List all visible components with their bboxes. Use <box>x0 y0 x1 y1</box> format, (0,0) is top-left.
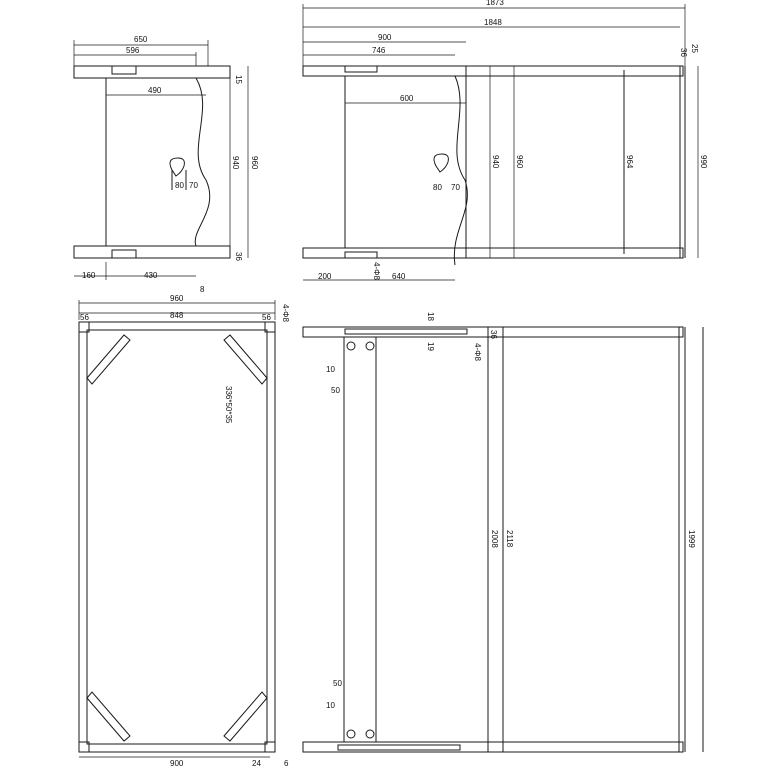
dim-label: 6 <box>284 759 289 768</box>
dim-label: 56 <box>262 313 271 322</box>
top-rail <box>302 65 684 77</box>
profile-label: 336*50*35 <box>224 386 233 424</box>
dim-label: 640 <box>392 272 406 281</box>
dim-label: 200 <box>318 272 332 281</box>
frame-outer <box>78 321 276 753</box>
dim-label: 1848 <box>484 18 502 27</box>
dim-label: 4-Φ8 <box>372 262 381 280</box>
dim-label: 36 <box>679 48 688 57</box>
dim-label: 8 <box>200 285 205 294</box>
view-bottom-right: 10 50 50 10 2008 2118 1999 18 19 4-Φ8 36 <box>302 312 704 753</box>
corner-brace <box>86 691 131 742</box>
dim-label: 50 <box>331 386 340 395</box>
bottom-rail <box>302 741 684 753</box>
dim-label: 940 <box>231 156 240 170</box>
dim-label: 15 <box>234 75 243 84</box>
dim-label: 960 <box>250 156 259 170</box>
dim-label: 36 <box>489 330 498 339</box>
dim-label: 10 <box>326 365 335 374</box>
dimension-lines <box>73 40 249 280</box>
top-rail <box>302 326 684 338</box>
view-top-left: 650 596 490 15 940 960 36 80 70 160 430 … <box>73 35 259 294</box>
bottom-rail <box>302 247 684 259</box>
dimension-lines <box>302 4 699 281</box>
view-bottom-left: 960 848 56 56 336*50*35 900 24 6 4-Φ8 <box>78 294 290 768</box>
hole <box>346 729 356 739</box>
corner-brace <box>223 691 268 742</box>
corner-block <box>264 321 276 333</box>
hole <box>365 729 375 739</box>
dim-label: 1999 <box>687 530 696 548</box>
dim-label: 36 <box>234 252 243 261</box>
dim-label: 848 <box>170 311 184 320</box>
dim-label: 25 <box>690 44 699 53</box>
hinge-bracket <box>344 251 378 259</box>
hinge-bracket <box>111 65 137 75</box>
dim-label: 2008 <box>490 530 499 548</box>
dim-label: 746 <box>372 46 386 55</box>
dimension-lines <box>78 300 276 758</box>
corner-block <box>78 321 90 333</box>
dim-label: 80 <box>175 181 184 190</box>
dim-label: 80 <box>433 183 442 192</box>
view-top-right: 1873 1848 900 746 600 940 960 964 990 80… <box>302 0 708 281</box>
slide-rail <box>337 744 461 751</box>
hinge-bracket <box>111 249 137 259</box>
dim-label: 56 <box>80 313 89 322</box>
dim-label: 24 <box>252 759 261 768</box>
break-line <box>194 77 211 247</box>
dim-label: 940 <box>491 155 500 169</box>
dim-label: 900 <box>170 759 184 768</box>
dim-label: 50 <box>333 679 342 688</box>
dim-label: 4-Φ8 <box>473 343 482 361</box>
side-panel <box>343 336 377 743</box>
corner-block <box>78 741 90 753</box>
dim-label: 1873 <box>486 0 504 7</box>
top-rail <box>73 65 231 79</box>
corner-brace <box>223 334 268 385</box>
corner-block <box>264 741 276 753</box>
dim-label: 600 <box>400 94 414 103</box>
dim-label: 960 <box>170 294 184 303</box>
dim-label: 18 <box>426 312 435 321</box>
dim-label: 490 <box>148 86 162 95</box>
handle-cutout <box>169 157 185 177</box>
bottom-rail <box>73 245 231 259</box>
break-line <box>453 75 468 266</box>
frame-inner <box>86 329 268 745</box>
dim-label: 70 <box>189 181 198 190</box>
corner-brace <box>86 334 131 385</box>
dim-label: 430 <box>144 271 158 280</box>
dim-label: 990 <box>699 155 708 169</box>
hole <box>346 341 356 351</box>
dim-label: 160 <box>82 271 96 280</box>
hinge-bracket <box>344 65 378 73</box>
slide-rail <box>344 328 468 335</box>
dim-label: 960 <box>515 155 524 169</box>
dim-label: 70 <box>451 183 460 192</box>
dim-label: 650 <box>134 35 148 44</box>
dim-label: 596 <box>126 46 140 55</box>
dim-label: 10 <box>326 701 335 710</box>
dim-label: 19 <box>426 342 435 351</box>
dim-label: 4-Φ8 <box>281 304 290 322</box>
handle-cutout <box>433 153 449 173</box>
dim-label: 964 <box>625 155 634 169</box>
hole <box>365 341 375 351</box>
dim-label: 900 <box>378 33 392 42</box>
dim-label: 2118 <box>505 530 514 548</box>
